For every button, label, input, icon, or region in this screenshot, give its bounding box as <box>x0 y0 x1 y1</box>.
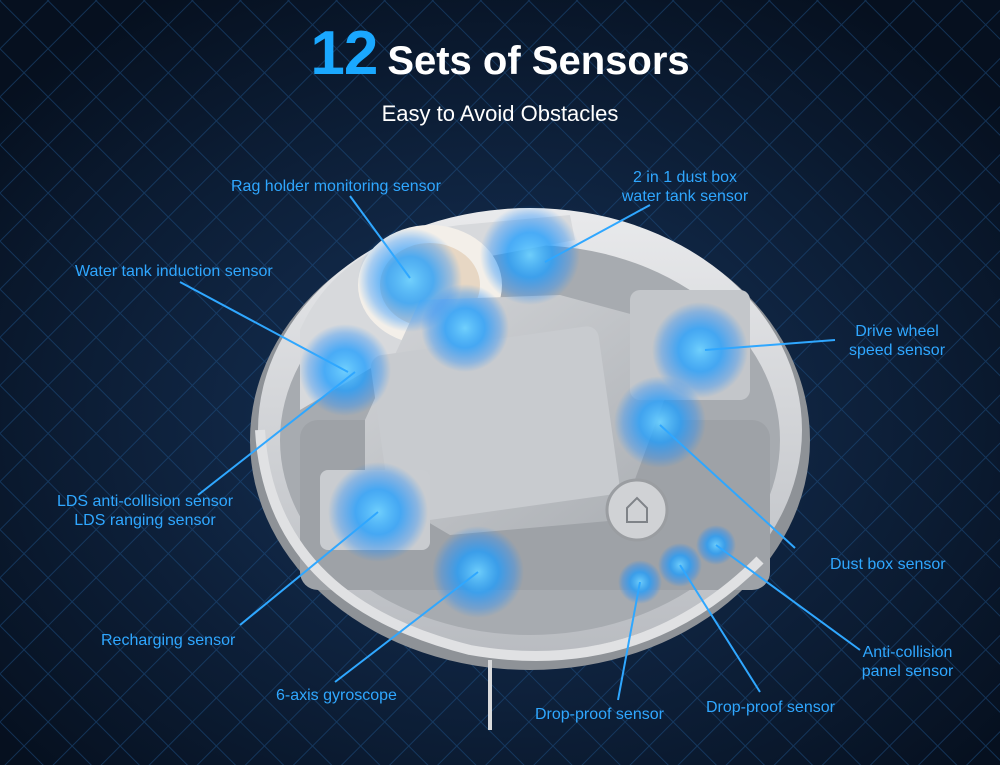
label-dust-box-sensor: Dust box sensor <box>830 556 946 573</box>
label-line: LDS ranging sensor <box>74 512 216 529</box>
label-recharging-sensor: Recharging sensor <box>101 632 236 649</box>
label-rag-holder-sensor: Rag holder monitoring sensor <box>231 178 441 195</box>
label-line: Anti-collision <box>862 644 953 661</box>
label-drop-proof-sensor-right: Drop-proof sensor <box>706 699 835 716</box>
label-anti-collision-sensor: Anti-collision panel sensor <box>840 643 975 681</box>
label-line: LDS anti-collision sensor <box>56 493 234 510</box>
label-drop-proof-sensor-left: Drop-proof sensor <box>535 706 664 723</box>
label-gyroscope: 6-axis gyroscope <box>276 687 397 704</box>
label-water-tank-sensor: Water tank induction sensor <box>75 263 273 280</box>
label-line: water tank sensor <box>621 188 749 205</box>
label-lds-sensor: LDS anti-collision sensor LDS ranging se… <box>40 492 250 530</box>
leader-lines <box>179 195 861 701</box>
title-text: Sets of Sensors <box>387 39 690 83</box>
title-number: 12 <box>310 19 378 88</box>
label-line: 2 in 1 dust box <box>632 169 738 186</box>
page-subtitle: Easy to Avoid Obstacles <box>381 101 619 126</box>
label-drive-wheel-sensor: Drive wheel speed sensor <box>832 322 962 360</box>
label-line: panel sensor <box>861 663 954 680</box>
label-line: speed sensor <box>848 342 946 359</box>
label-line: Drive wheel <box>855 323 939 340</box>
label-dust-box-water-tank-sensor: 2 in 1 dust box water tank sensor <box>600 168 770 206</box>
